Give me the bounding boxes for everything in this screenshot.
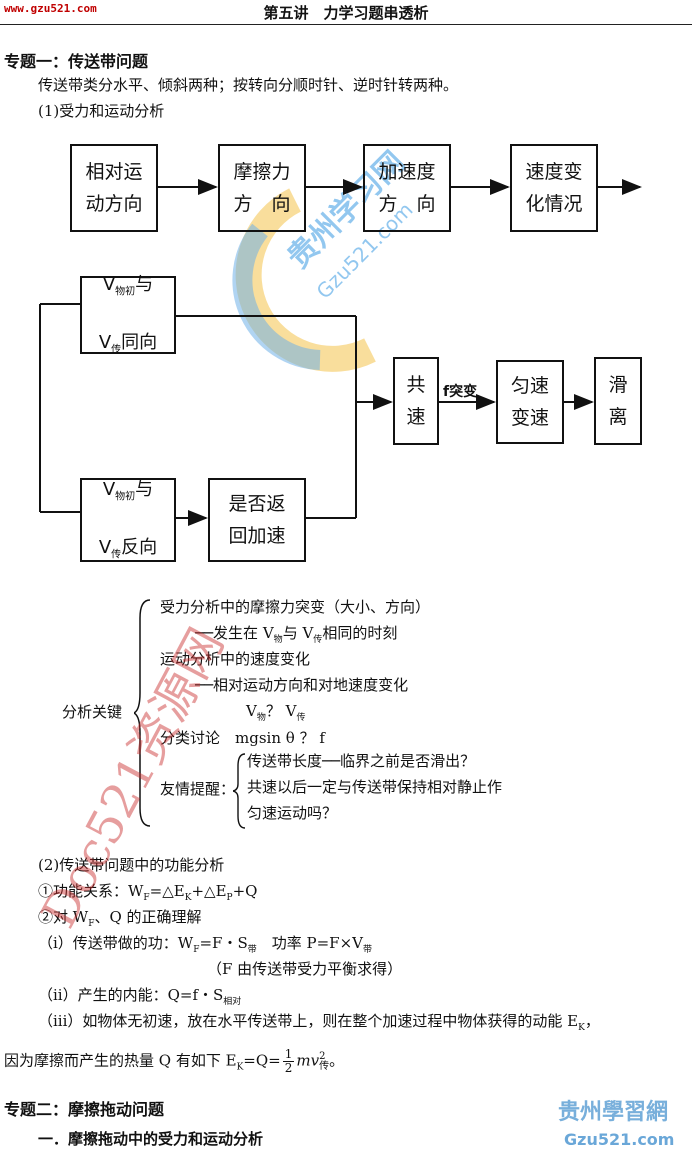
e3b: =F・S: [199, 934, 248, 952]
e3c: 功率 P=F×V: [256, 934, 363, 952]
flow1-box-velocity: 速度变 化情况: [510, 144, 598, 232]
key-line-4: ──相对运动方向和对地速度变化: [195, 676, 409, 694]
e3s1: F: [193, 945, 200, 955]
flow1-box-acceleration: 加速度 方 向: [363, 144, 451, 232]
e1a: ①功能关系：W: [38, 882, 144, 900]
corner-watermark-en: Gzu521.com: [564, 1130, 675, 1149]
frac-num: 1: [282, 1047, 295, 1063]
topic2-heading: 专题二：摩擦拖动问题: [4, 1100, 165, 1119]
opp-v2: V: [98, 537, 112, 559]
e3s2: 带: [247, 945, 257, 955]
energy-line-3: （i）传送带做的功：WF=F・S带 功率 P=F×V带: [38, 934, 372, 956]
energy-subheading: (2)传送带问题中的功能分析: [38, 856, 225, 874]
same-v2: V: [98, 332, 112, 354]
opp-v1: V: [102, 479, 116, 501]
page-title: 第五讲 力学习题串透析: [263, 4, 429, 22]
e7sup: 2: [319, 1050, 326, 1062]
e7s: K: [236, 1062, 244, 1073]
e2a: ②对 W: [38, 908, 89, 926]
e5a: （ii）产生的内能：Q=f・S: [38, 986, 224, 1004]
key-l5s2: 传: [296, 713, 306, 723]
e1s3: P: [226, 893, 233, 903]
flow2-box-slide-off: 滑 离: [594, 357, 642, 445]
energy-line-2: ②对 WF、Q 的正确理解: [38, 908, 202, 930]
flow2-box-opposite-direction: V物初与 V传反向: [80, 478, 176, 562]
corner-watermark-cn: 贵州學習網: [558, 1100, 669, 1125]
same-v1-sub: 物初: [115, 286, 136, 298]
key-line-5: V物？ V传: [246, 702, 305, 724]
e3a: （i）传送带做的功：W: [38, 934, 194, 952]
flow2-box-return-accelerate: 是否返 回加速: [208, 478, 306, 562]
flow2-box-same-direction: V物初与 V传同向: [80, 274, 176, 356]
tip-line-1: 传送带长度──临界之前是否滑出？: [247, 752, 476, 770]
f-mutation-label: f突变: [443, 384, 478, 400]
e7b: =Q=: [243, 1051, 281, 1070]
tip-line-2: 共速以后一定与传送带保持相对静止作: [247, 778, 503, 796]
key-l2c: 相同的时刻: [322, 624, 398, 642]
key-l2a: ──发生在 V: [195, 624, 274, 642]
opp-v2-sub: 传: [111, 550, 122, 561]
e1c: +△E: [191, 882, 227, 900]
key-l5s1: 物: [256, 713, 266, 723]
same-v2-sub: 传: [111, 345, 122, 356]
tip-label: 友情提醒：: [160, 780, 236, 798]
flow1-box-friction: 摩擦力 方 向: [218, 144, 306, 232]
center-watermark-logo: 贵州学习网 Gzu521.com: [232, 145, 418, 372]
e1s1: F: [143, 893, 150, 903]
topic2-subheading: 一．摩擦拖动中的受力和运动分析: [38, 1130, 264, 1148]
key-l5b: ？ V: [265, 702, 297, 720]
topic1-heading: 专题一：传送带问题: [4, 52, 149, 71]
same-t2: 同向: [121, 332, 158, 354]
e1b: =△E: [149, 882, 185, 900]
e2b: 、Q 的正确理解: [94, 908, 202, 926]
flow1-box-relative-motion: 相对运 动方向: [70, 144, 158, 232]
energy-line-5: （ii）产生的内能：Q=f・S相对: [38, 986, 241, 1008]
e1s2: K: [184, 893, 192, 903]
key-line-3: 运动分析中的速度变化: [160, 650, 311, 668]
energy-line-4: （F 由传送带受力平衡求得）: [207, 960, 403, 978]
site-url: www.gzu521.com: [4, 2, 97, 15]
e2s: F: [88, 919, 95, 929]
same-t1: 与: [135, 274, 154, 296]
topic1-intro: 传送带类分水平、倾斜两种；按转向分顺时针、逆时针转两种。: [38, 76, 459, 94]
e6s: K: [578, 1023, 585, 1033]
e7sub: 传: [319, 1060, 330, 1072]
key-l2s2: 传: [313, 635, 323, 645]
tip-brace: [233, 753, 246, 829]
e7c: mv: [296, 1051, 320, 1070]
header-divider: [0, 24, 692, 25]
flow2-box-common-speed: 共 速: [393, 357, 439, 445]
key-l2s1: 物: [273, 635, 283, 645]
e6end: ，: [584, 1012, 600, 1030]
energy-line-6: （iii）如物体无初速，放在水平传送带上，则在整个加速过程中物体获得的动能 EK…: [38, 1012, 600, 1034]
key-l5a: V: [246, 702, 257, 720]
e7d: 。: [329, 1051, 345, 1070]
flow2-box-uniform-variable: 匀速 变速: [496, 360, 564, 444]
analysis-key-label: 分析关键: [62, 703, 123, 721]
e3s3: 带: [363, 945, 373, 955]
key-l6a: 分类讨论: [160, 729, 221, 747]
diagram-connectors: [39, 179, 642, 526]
tip-line-3: 匀速运动吗？: [247, 804, 338, 822]
e5s: 相对: [223, 997, 242, 1007]
opp-v1-sub: 物初: [115, 491, 136, 503]
energy-line-1: ①功能关系：WF=△EK+△EP+Q: [38, 882, 257, 904]
opp-t1: 与: [135, 479, 154, 501]
topic1-subheading-1: (1)受力和运动分析: [38, 102, 165, 120]
frac-den: 2: [284, 1061, 293, 1076]
analysis-brace: [134, 599, 151, 827]
e6: （iii）如物体无初速，放在水平传送带上，则在整个加速过程中物体获得的动能 E: [38, 1012, 579, 1030]
e1d: +Q: [232, 882, 258, 900]
same-v1: V: [102, 274, 116, 296]
opp-t2: 反向: [121, 537, 158, 559]
key-line-2: ──发生在 V物与 V传相同的时刻: [195, 624, 397, 646]
e7a: 因为摩擦而产生的热量 Q 有如下 E: [4, 1051, 237, 1070]
key-l2b: 与 V: [282, 624, 314, 642]
key-line-6: 分类讨论 mgsin θ ？ f: [160, 729, 325, 747]
key-line-1: 受力分析中的摩擦力突变（大小、方向）: [160, 598, 431, 616]
key-l6b: mgsin θ ？ f: [235, 729, 325, 747]
